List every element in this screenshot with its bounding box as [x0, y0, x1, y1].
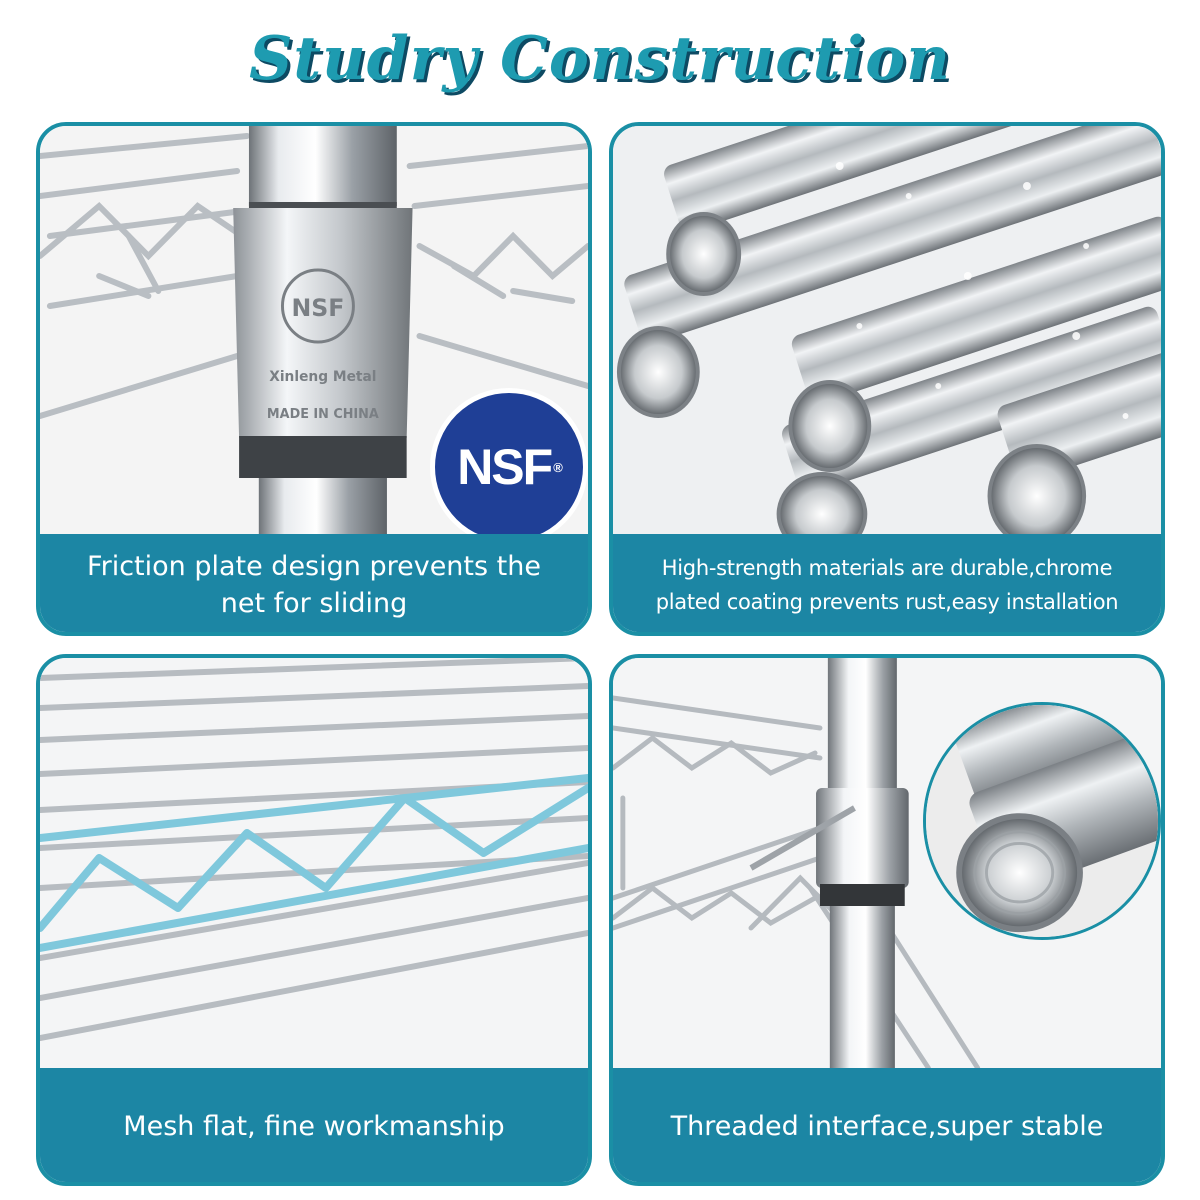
nsf-certification-badge: NSF® [430, 388, 588, 546]
page-title: Studry Construction [249, 24, 951, 94]
caption-line: plated coating prevents rust,easy instal… [655, 590, 1119, 614]
panel-chrome-tubes: High-strength materials are durable,chro… [609, 122, 1165, 636]
photo-chrome-tubes [613, 126, 1161, 534]
panel-friction-plate: NSF Xinleng Metal MADE IN CHINA NSF® Fri… [36, 122, 592, 636]
caption-line: Threaded interface,super stable [670, 1111, 1104, 1142]
nsf-badge-text: NSF [457, 439, 553, 495]
maker-stamp-text: Xinleng Metal [269, 369, 376, 385]
photo-friction-plate: NSF Xinleng Metal MADE IN CHINA [40, 126, 588, 534]
registered-mark: ® [553, 459, 562, 475]
caption-mesh: Mesh flat, fine workmanship [40, 1068, 588, 1182]
caption-chrome-tubes: High-strength materials are durable,chro… [613, 534, 1161, 632]
nsf-stamp-text: NSF [291, 294, 344, 322]
caption-line: High-strength materials are durable,chro… [661, 556, 1113, 580]
panel-mesh: Mesh flat, fine workmanship [36, 654, 592, 1186]
caption-line: net for sliding [220, 588, 408, 619]
caption-friction-plate: Friction plate design prevents the net f… [40, 534, 588, 632]
origin-stamp-text: MADE IN CHINA [267, 407, 379, 422]
caption-line: Friction plate design prevents the [87, 551, 541, 582]
thread-closeup-inset [923, 702, 1161, 940]
caption-threaded-interface: Threaded interface,super stable [613, 1068, 1161, 1182]
panel-threaded-interface: Threaded interface,super stable [609, 654, 1165, 1186]
photo-mesh-shelf [40, 658, 588, 1068]
caption-line: Mesh flat, fine workmanship [123, 1111, 505, 1142]
